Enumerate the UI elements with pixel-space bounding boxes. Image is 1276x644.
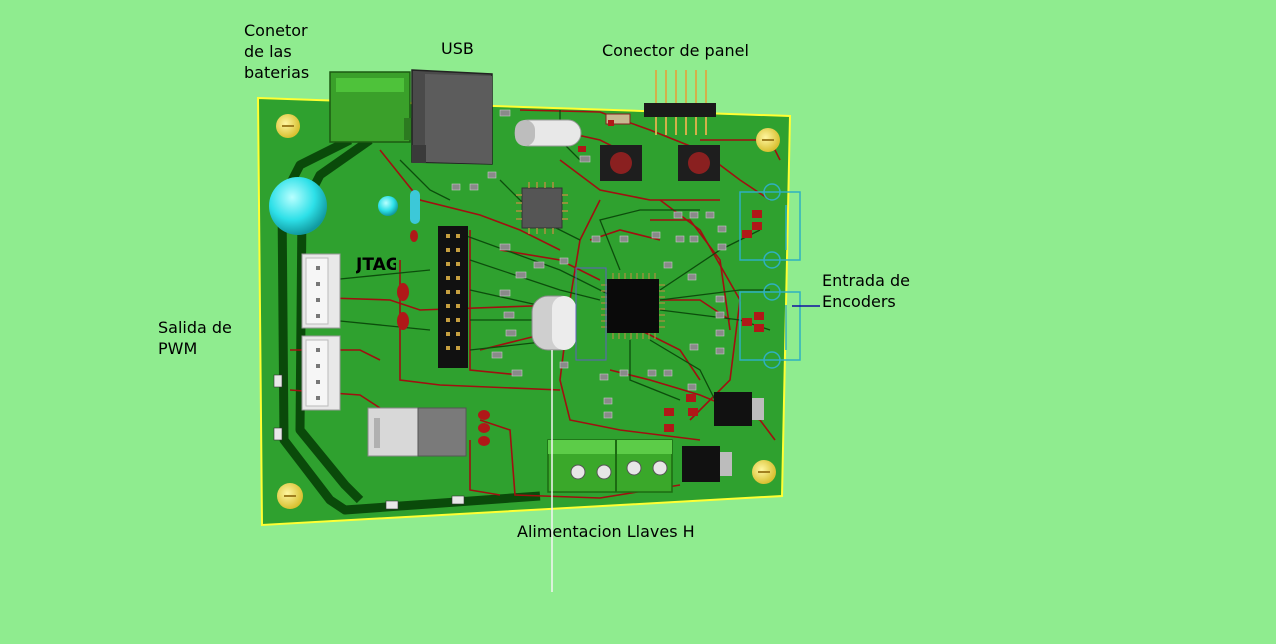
mounting-holes	[276, 114, 780, 509]
smd-leds	[578, 120, 764, 432]
label-panel-connector: Conector de panel	[602, 41, 749, 60]
crystal-oscillator-main	[531, 267, 607, 361]
battery-connector	[329, 71, 418, 143]
label-battery-connector: Conetor de las baterias	[244, 21, 310, 82]
smd-components	[451, 109, 727, 419]
encoder-connectors	[739, 183, 801, 369]
pwm-connectors	[301, 253, 341, 411]
voltage-regulator	[367, 407, 467, 457]
panel-connector-header	[644, 70, 716, 135]
label-encoder-input: Entrada de Encoders	[822, 271, 910, 311]
crystal-oscillator-top	[514, 119, 582, 147]
label-hbridge-power: Alimentacion Llaves H	[517, 522, 695, 541]
usb-controller-chip	[516, 182, 568, 234]
label-pwm-output: Salida de PWM	[158, 318, 232, 358]
ground-traces	[277, 135, 541, 515]
label-usb: USB	[441, 39, 474, 58]
smd-diodes	[273, 374, 465, 510]
fuse-pads	[397, 230, 490, 446]
power-transistors	[682, 392, 764, 482]
main-microcontroller	[601, 273, 665, 339]
usb-connector	[411, 69, 493, 165]
diode-top	[605, 113, 631, 125]
push-buttons	[600, 145, 720, 181]
capacitors	[269, 177, 420, 235]
label-jtag: JTAG	[356, 255, 396, 275]
hbridge-power-terminals	[547, 439, 673, 493]
jtag-header	[438, 226, 468, 368]
